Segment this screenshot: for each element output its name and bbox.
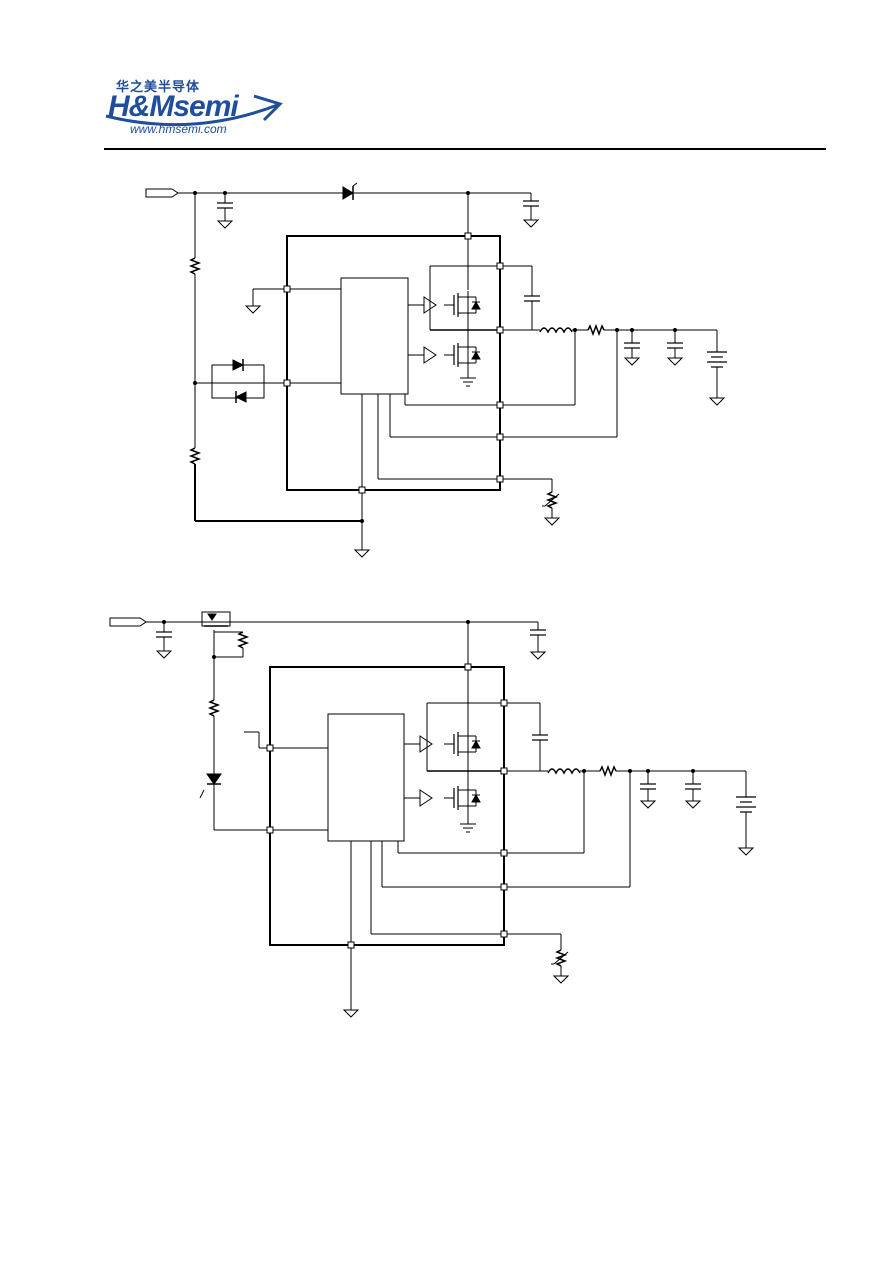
resistor-top bbox=[190, 257, 200, 275]
ground-symbol bbox=[708, 397, 726, 406]
ground-symbol bbox=[639, 800, 657, 809]
ground-symbol bbox=[666, 357, 684, 366]
resistor-bottom bbox=[190, 447, 200, 465]
ground-symbol bbox=[684, 800, 702, 809]
output-capacitor-2 bbox=[684, 783, 702, 790]
logo-swoosh bbox=[105, 94, 283, 127]
controller-core bbox=[340, 277, 409, 395]
ground-symbol bbox=[543, 517, 561, 526]
inductor bbox=[547, 768, 581, 774]
output-capacitor-1 bbox=[639, 783, 657, 790]
input-port bbox=[109, 617, 147, 627]
high-side-mosfet bbox=[443, 290, 481, 320]
led-pair bbox=[211, 364, 265, 399]
low-side-driver bbox=[423, 346, 437, 364]
charger-ic-package bbox=[269, 666, 505, 946]
low-side-mosfet bbox=[443, 340, 481, 370]
zener-diode bbox=[342, 182, 358, 200]
charger-ic-package bbox=[286, 235, 501, 491]
rail-capacitor bbox=[529, 629, 547, 636]
pmos-switch bbox=[201, 611, 231, 640]
output-capacitor-2 bbox=[666, 342, 684, 349]
ground-symbol bbox=[342, 1009, 360, 1018]
low-side-mosfet bbox=[443, 783, 481, 813]
company-logo: 华之美半导体 H&Msemi www.hmsemi.com bbox=[104, 76, 284, 140]
ground-symbol bbox=[552, 975, 570, 984]
resistor-gate bbox=[238, 631, 248, 649]
sense-resistor bbox=[599, 766, 617, 776]
ground-symbol bbox=[244, 305, 262, 314]
header-divider bbox=[104, 148, 826, 150]
battery bbox=[706, 351, 728, 368]
page-header: 华之美半导体 H&Msemi www.hmsemi.com bbox=[0, 0, 892, 160]
resistor-led bbox=[209, 699, 219, 717]
high-side-mosfet bbox=[443, 729, 481, 759]
ground-symbol bbox=[623, 357, 641, 366]
logo-chinese-text: 华之美半导体 bbox=[116, 80, 201, 95]
ground-symbol bbox=[155, 650, 173, 659]
ground-symbol bbox=[522, 219, 540, 228]
input-port bbox=[145, 188, 179, 198]
input-capacitor bbox=[155, 631, 173, 638]
schematic-1 bbox=[145, 182, 728, 558]
output-capacitor-1 bbox=[623, 342, 641, 349]
battery bbox=[735, 796, 757, 813]
ground-symbol bbox=[529, 651, 547, 660]
led bbox=[199, 773, 222, 799]
ground-symbol bbox=[737, 847, 755, 856]
high-side-driver bbox=[419, 735, 433, 753]
thermistor bbox=[541, 491, 560, 509]
thermistor bbox=[550, 949, 569, 967]
input-capacitor bbox=[216, 202, 234, 209]
ground-symbol bbox=[216, 220, 234, 229]
rail-capacitor bbox=[522, 200, 540, 207]
sense-resistor bbox=[587, 325, 605, 335]
controller-core bbox=[327, 713, 405, 842]
logo-wordmark: H&Msemi bbox=[108, 90, 239, 123]
inductor bbox=[539, 327, 573, 333]
schematic-2 bbox=[109, 611, 757, 1018]
ground-symbol bbox=[353, 549, 371, 558]
logo-url: www.hmsemi.com bbox=[130, 122, 227, 136]
low-side-driver bbox=[419, 789, 433, 807]
bootstrap-capacitor bbox=[531, 734, 549, 741]
bootstrap-capacitor bbox=[523, 295, 541, 302]
